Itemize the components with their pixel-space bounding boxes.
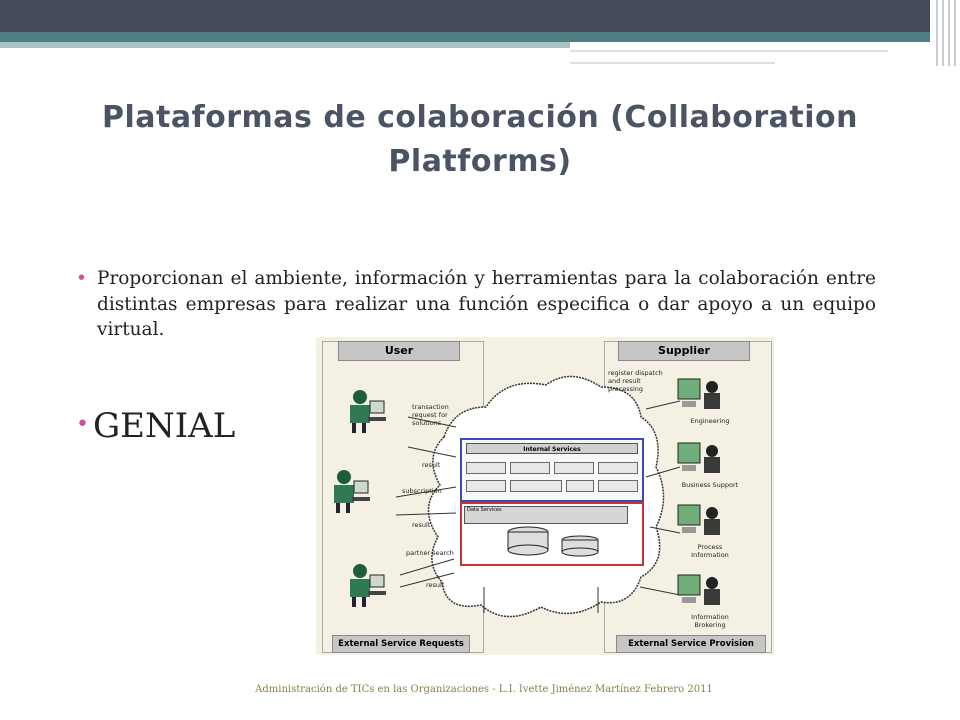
data-services-title: Data Services	[464, 506, 628, 524]
supplier-role-label: Engineering	[690, 417, 730, 425]
accent-line	[570, 62, 775, 64]
user-request-label: partner search	[406, 549, 454, 557]
user-request-label: transaction request for solutions	[412, 403, 449, 427]
supplier-role-label: Business Support	[681, 481, 739, 489]
collaboration-diagram: User Supplier External Service Requests …	[316, 337, 774, 655]
supplier-computer-icon	[676, 573, 726, 609]
user-person-icon	[330, 469, 370, 513]
database-icons	[507, 526, 599, 557]
accent-band-light	[0, 42, 570, 48]
user-person-icon	[346, 389, 386, 433]
supplier-header: Supplier	[618, 341, 750, 361]
user-header: User	[338, 341, 460, 361]
service-block	[466, 480, 506, 492]
data-services-box: Data Services	[460, 502, 644, 566]
supplier-role-label: Process Information	[691, 543, 729, 559]
bullet-marker: •	[76, 412, 89, 437]
service-block	[466, 462, 506, 474]
corner-line	[942, 0, 944, 66]
supplier-footer: External Service Provision	[616, 635, 766, 653]
corner-line	[936, 0, 938, 66]
result-label: result	[412, 521, 431, 529]
bullet-item: •GENIAL	[76, 406, 235, 446]
service-block	[554, 462, 594, 474]
bullet-text: GENIAL	[92, 406, 236, 446]
slide-title: Plataformas de colaboración (Collaborati…	[101, 100, 858, 179]
service-block	[598, 462, 638, 474]
service-block	[598, 480, 638, 492]
internal-services-box: Internal Services	[460, 438, 644, 502]
supplier-computer-icon	[676, 503, 726, 539]
user-footer: External Service Requests	[332, 635, 470, 653]
bullet-marker: •	[76, 268, 87, 289]
accent-band	[0, 32, 930, 42]
bullet-text: Proporcionan el ambiente, información y …	[97, 268, 876, 340]
service-block	[510, 462, 550, 474]
supplier-note: register dispatch and result processing	[608, 369, 663, 393]
user-person-icon	[346, 563, 386, 607]
service-block	[510, 480, 562, 492]
accent-line	[570, 50, 888, 52]
internal-services-title: Internal Services	[466, 443, 638, 454]
corner-line	[948, 0, 950, 66]
corner-line	[954, 0, 956, 66]
result-label: result	[422, 461, 441, 469]
supplier-computer-icon	[676, 441, 726, 477]
user-request-label: subscription	[402, 487, 442, 495]
header-bar	[0, 0, 930, 32]
result-label: result	[426, 581, 445, 589]
slide-footer: Administración de TICs en las Organizaci…	[255, 684, 713, 695]
service-block	[566, 480, 594, 492]
supplier-role-label: Information Brokering	[691, 613, 729, 629]
bullet-item: • Proporcionan el ambiente, información …	[76, 266, 876, 343]
supplier-computer-icon	[676, 377, 726, 413]
